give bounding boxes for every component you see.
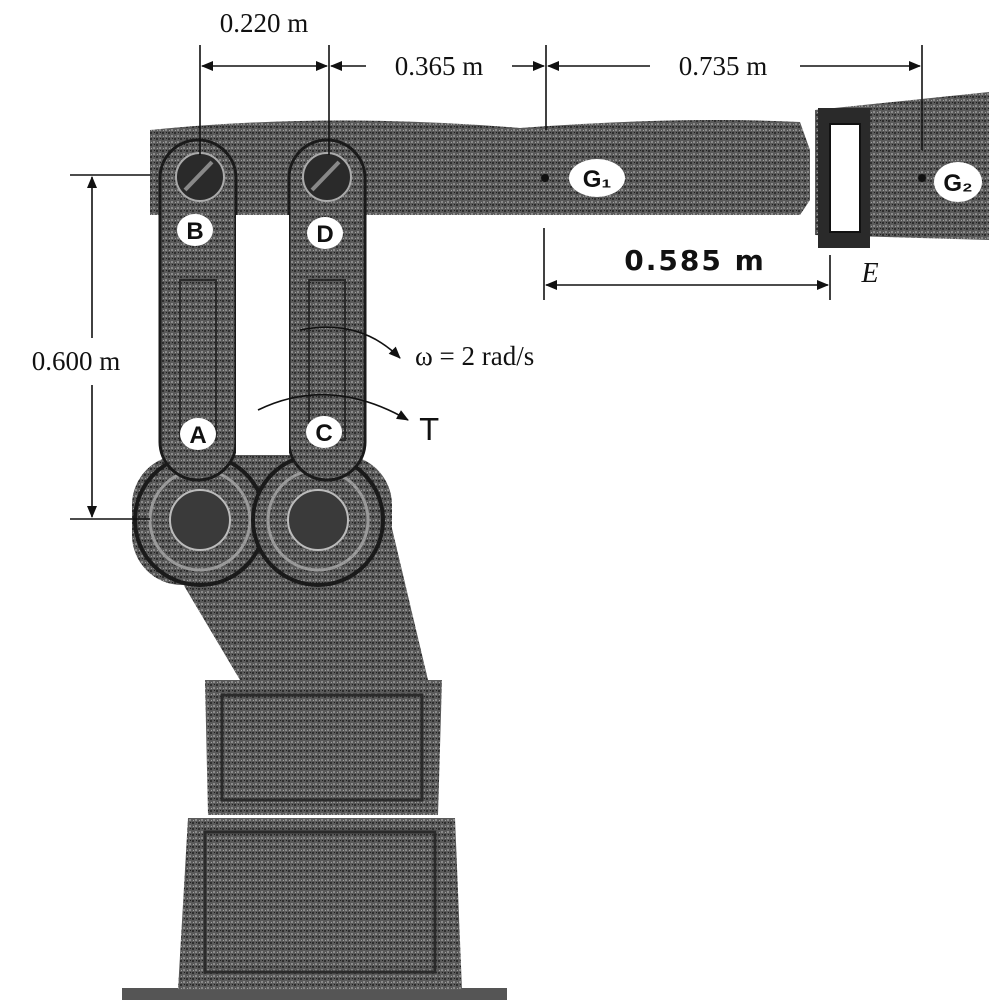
torque-label: T: [419, 413, 439, 448]
base-upper-panel: [220, 693, 424, 802]
pin-d-mark: [310, 160, 341, 192]
label-d: D: [316, 221, 333, 248]
label-d-bg: [307, 217, 343, 249]
dim-d-to-g1: 0.365 m: [395, 51, 484, 81]
omega-arrow: [299, 326, 401, 359]
label-b: B: [186, 218, 203, 245]
dim-bd-spacing: 0.220 m: [220, 8, 309, 38]
label-a: A: [189, 422, 206, 449]
torque-arrow: [257, 393, 409, 421]
label-g1: G₁: [583, 166, 612, 193]
dim-vertical-bg: [0, 340, 150, 382]
coupling-slot: [829, 123, 861, 233]
label-g2: G₂: [943, 170, 972, 197]
dim-vertical-link: 0.600 m: [32, 346, 121, 376]
robot-base: [122, 520, 507, 1000]
joint-c-hub: [287, 489, 349, 551]
floor: [122, 988, 507, 1000]
upper-arm-beam: [150, 120, 810, 215]
base-upper: [205, 680, 442, 815]
base-lower-panel: [203, 830, 437, 974]
dim-g1-to-e: 0.585 m: [624, 244, 766, 277]
label-a-bg: [180, 418, 216, 450]
label-e: E: [860, 258, 878, 289]
shoulder-joints: [132, 453, 392, 587]
point-labels: B D A C G₁ G₂ E: [177, 159, 982, 450]
motion-indicators: ω = 2 rad/s T: [257, 326, 534, 448]
omega-label: ω = 2 rad/s: [415, 341, 534, 371]
g1-point: [541, 174, 549, 182]
label-b-bg: [177, 214, 213, 246]
dimensions: 0.220 m 0.365 m 0.735 m 0.600 m 0.585 m: [0, 8, 923, 520]
pin-b-mark: [183, 160, 214, 192]
joint-a-hub: [169, 489, 231, 551]
label-g2-bg: [934, 162, 982, 202]
label-g1-bg: [569, 159, 625, 197]
link-gap: [236, 215, 289, 455]
base-lower: [178, 818, 462, 990]
label-c: C: [315, 420, 332, 447]
label-c-bg: [306, 416, 342, 448]
dim-g1-to-g2: 0.735 m: [679, 51, 768, 81]
g2-point: [918, 174, 926, 182]
